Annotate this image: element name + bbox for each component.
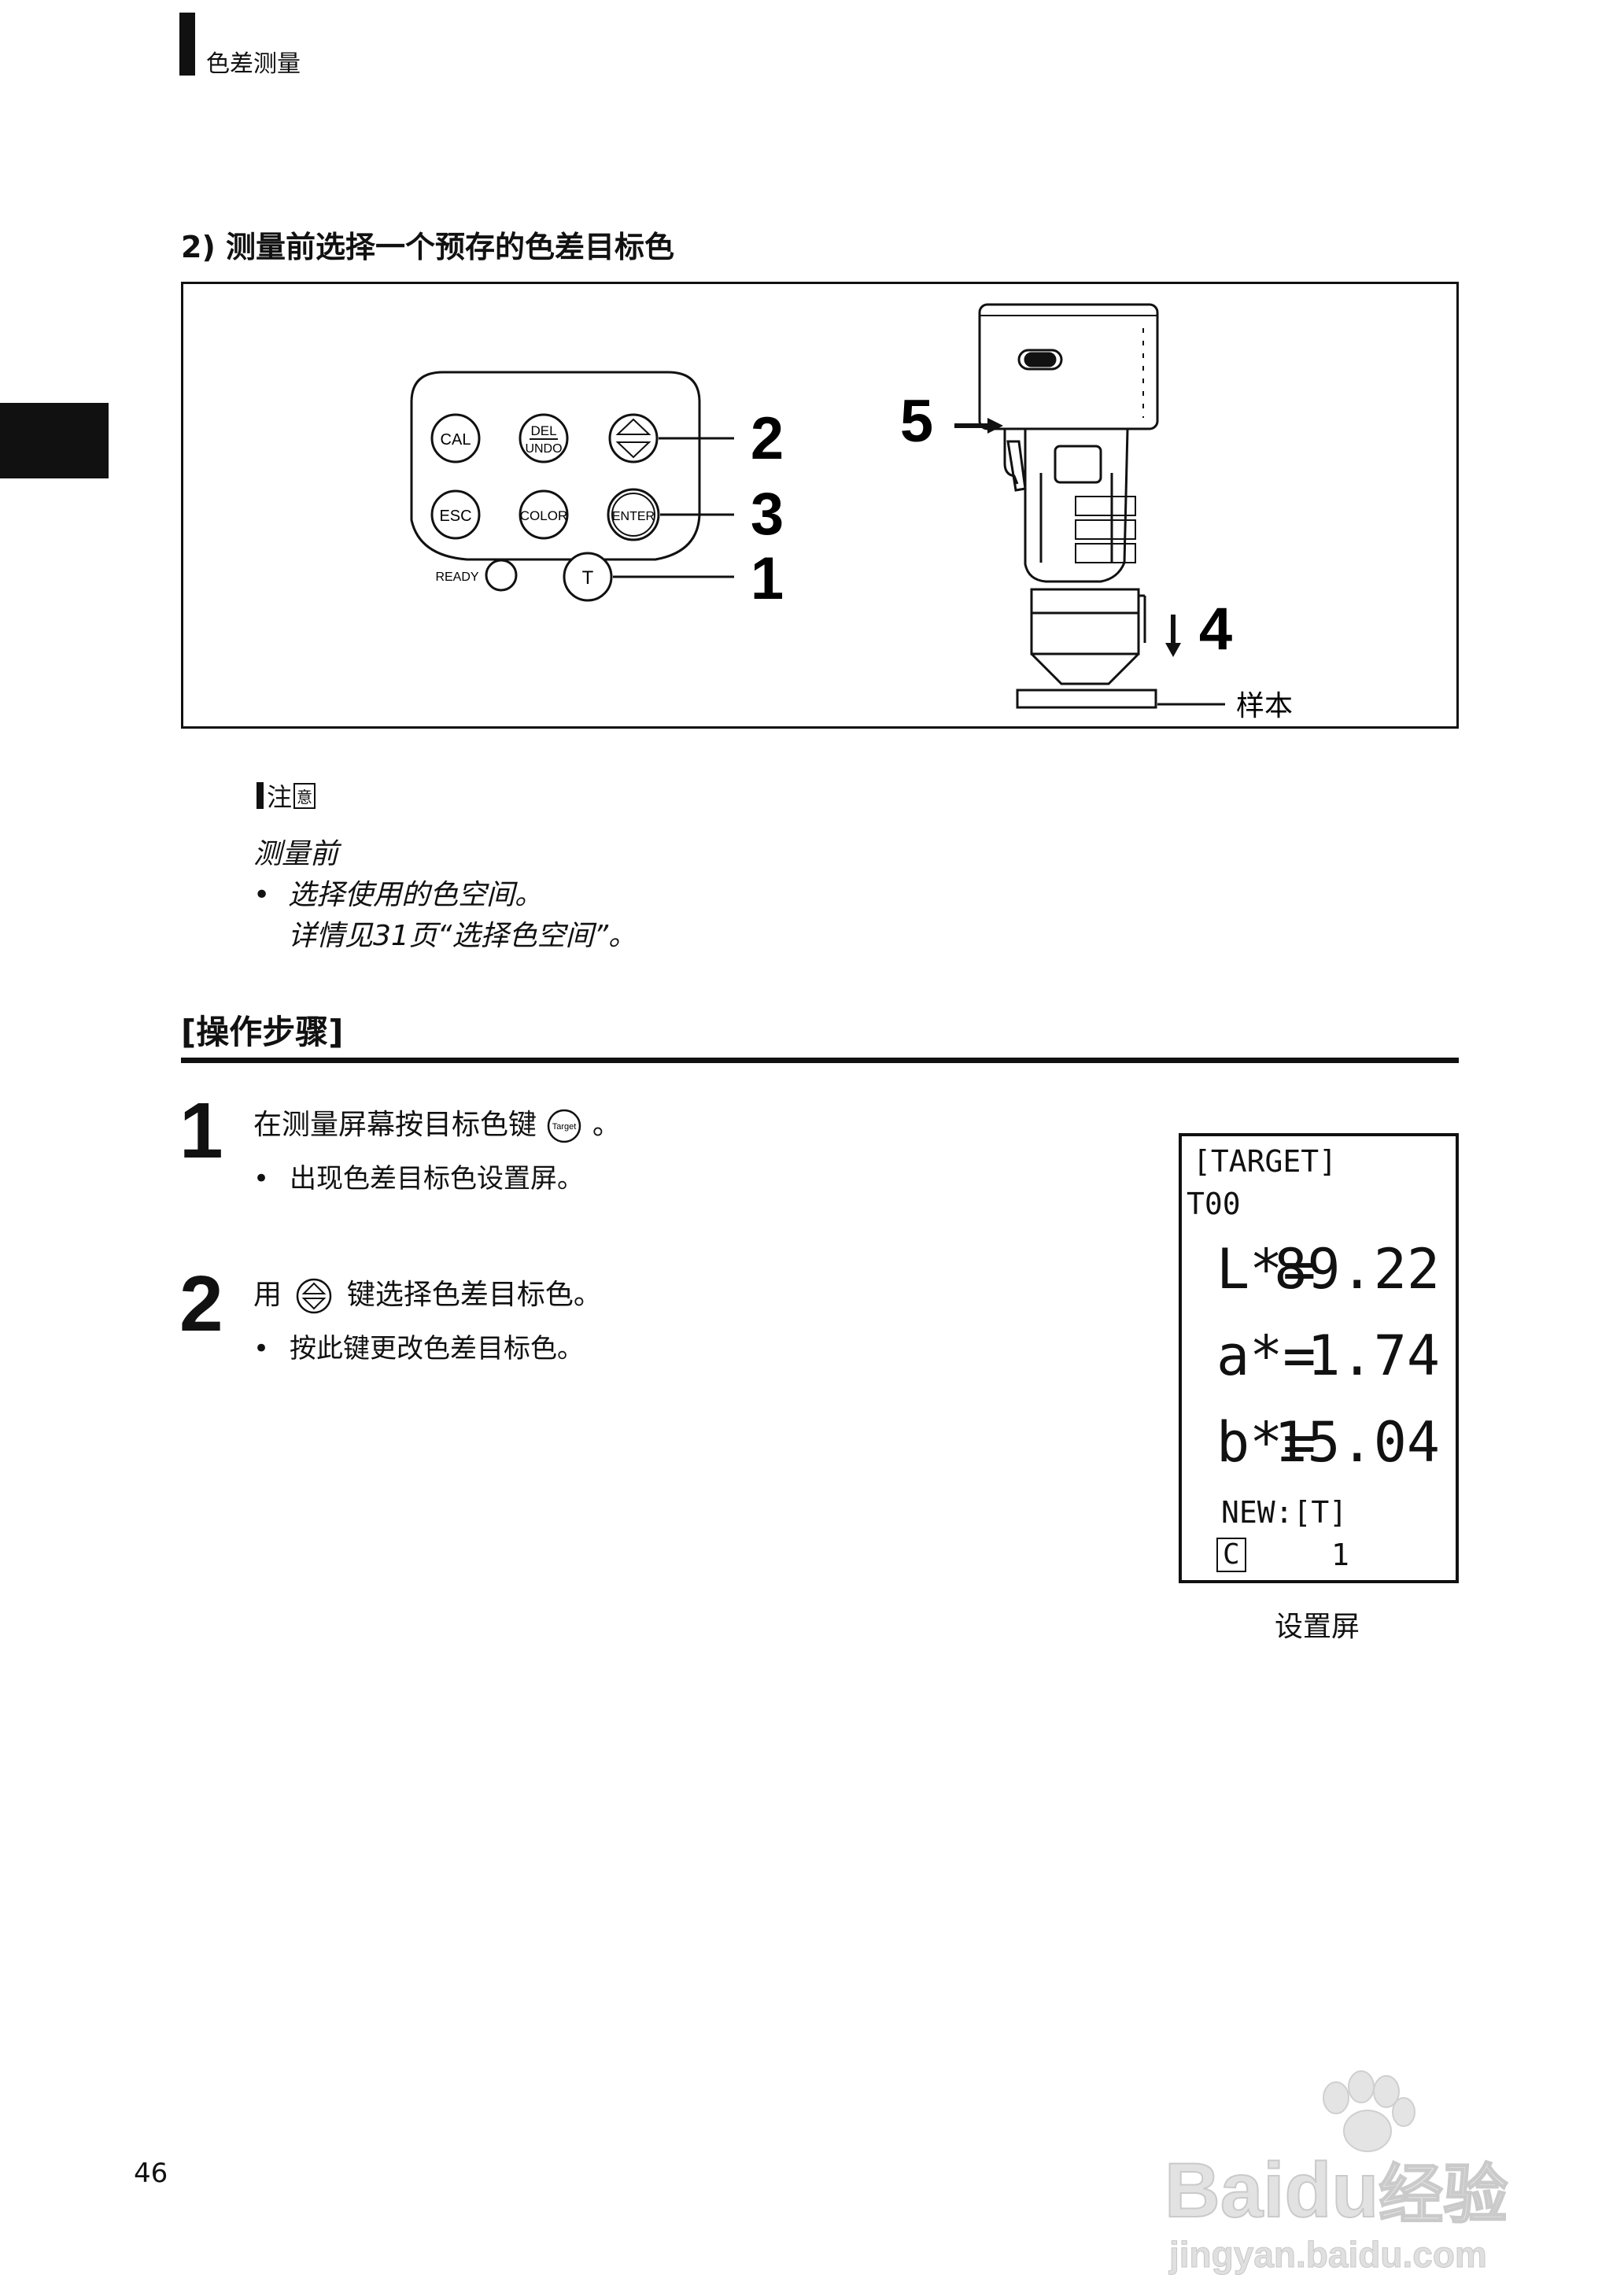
target-key[interactable]: T: [563, 552, 613, 602]
screen-new-line: NEW:[T]: [1221, 1495, 1348, 1530]
callout-1: 1: [751, 545, 784, 612]
step-2-text-before: 用: [253, 1279, 282, 1311]
note-body: 测量前 • 选择使用的色空间。 详情见31页“选择色空间”。: [253, 834, 637, 957]
header-bar: [179, 13, 195, 76]
operation-rule: [181, 1058, 1459, 1063]
note-marker: [257, 782, 264, 809]
operation-title: [操作步骤]: [181, 1013, 344, 1051]
note-bullet: 选择使用的色空间。: [288, 879, 544, 911]
callout-3: 3: [751, 481, 784, 548]
section-title: 2) 测量前选择一个预存的色差目标色: [181, 230, 675, 264]
screen-c-value: 1: [1331, 1538, 1349, 1572]
setting-screen: [TARGET] T00 L*= 89.22 a*= 1.74 b*= 15.0…: [1179, 1133, 1459, 1583]
step-2-sub-line: • 按此键更改色差目标色。: [253, 1327, 584, 1365]
step-2-text: 用 键选择色差目标色。: [253, 1272, 602, 1316]
esc-key[interactable]: ESC: [430, 489, 481, 540]
baidu-watermark: Baidu经验 jingyan.baidu.com: [1164, 2046, 1542, 2282]
instrument: [978, 303, 1159, 709]
paw-logo-icon: [1323, 2070, 1415, 2152]
target-key-icon: Target: [548, 1109, 581, 1143]
step-2-number: 2: [179, 1260, 223, 1348]
svg-text:COLOR: COLOR: [520, 508, 567, 523]
callout-2: 2: [751, 405, 784, 472]
sample-label: 样本: [1236, 690, 1293, 722]
screen-b-label: b*=: [1216, 1410, 1316, 1475]
watermark-brand2: du: [1284, 2146, 1380, 2234]
note-detail: 详情见31页“选择色空间”。: [288, 920, 637, 952]
step-1-text-before: 在测量屏幕按目标色键: [253, 1109, 537, 1141]
svg-text:Target: Target: [552, 1122, 577, 1132]
svg-text:DEL: DEL: [530, 423, 556, 438]
note-label: 注: [267, 782, 293, 812]
svg-text:UNDO: UNDO: [525, 442, 562, 456]
screen-l-value: 89.22: [1274, 1237, 1440, 1302]
step-1-text: 在测量屏幕按目标色键 Target 。: [253, 1102, 621, 1145]
cal-key[interactable]: CAL: [430, 413, 481, 463]
bullet-icon: •: [253, 1333, 270, 1364]
bullet-icon: •: [253, 879, 271, 911]
enter-key[interactable]: ENTER: [607, 488, 660, 541]
screen-a-value: 1.74: [1307, 1324, 1440, 1388]
screen-line-1: [TARGET]: [1193, 1144, 1338, 1179]
page-number: 46: [134, 2158, 168, 2189]
svg-text:ESC: ESC: [439, 508, 471, 525]
note-header: 注意: [257, 777, 316, 814]
step-1-sub: 出现色差目标色设置屏。: [290, 1163, 584, 1195]
watermark-url: jingyan.baidu.com: [1169, 2234, 1488, 2276]
screen-b-value: 15.04: [1274, 1410, 1440, 1475]
watermark-brand: Bai: [1164, 2146, 1286, 2234]
color-key[interactable]: COLOR: [519, 489, 569, 540]
up-down-key[interactable]: [608, 413, 659, 463]
note-bullet-line: • 选择使用的色空间。: [253, 875, 637, 916]
svg-text:CAL: CAL: [441, 431, 471, 449]
up-down-key-icon: [297, 1278, 332, 1314]
callout-5: 5: [900, 388, 933, 455]
screen-a-label: a*=: [1216, 1324, 1316, 1388]
screen-l-label: L*=: [1216, 1237, 1316, 1302]
ready-label: READY: [435, 570, 478, 584]
figure-diagram: CAL DEL UNDO ESC COLOR ENTER READY: [410, 303, 1293, 722]
step-1-text-after: 。: [592, 1109, 621, 1141]
chapter-tab: [0, 403, 109, 478]
del-undo-key[interactable]: DEL UNDO: [519, 413, 569, 463]
bullet-icon: •: [253, 1163, 270, 1195]
screen-line-2: T00: [1187, 1187, 1241, 1221]
keypad-outline: [410, 371, 701, 561]
figure: CAL DEL UNDO ESC COLOR ENTER READY: [181, 282, 1459, 729]
header-section: 色差测量: [206, 50, 301, 78]
step-1-sub-line: • 出现色差目标色设置屏。: [253, 1157, 584, 1195]
step-2-sub: 按此键更改色差目标色。: [290, 1333, 584, 1364]
step-2-text-after: 键选择色差目标色。: [346, 1279, 602, 1311]
screen-c-box: C: [1216, 1538, 1246, 1572]
watermark-cn: 经验: [1378, 2158, 1508, 2232]
screen-caption: 设置屏: [1275, 1611, 1360, 1643]
ready-indicator: [485, 559, 518, 592]
note-heading: 测量前: [253, 838, 339, 870]
callout-4: 4: [1199, 596, 1232, 663]
step-1-number: 1: [179, 1087, 223, 1175]
note-sub: 意: [293, 782, 316, 809]
svg-text:ENTER: ENTER: [612, 510, 655, 523]
svg-text:T: T: [582, 567, 594, 589]
